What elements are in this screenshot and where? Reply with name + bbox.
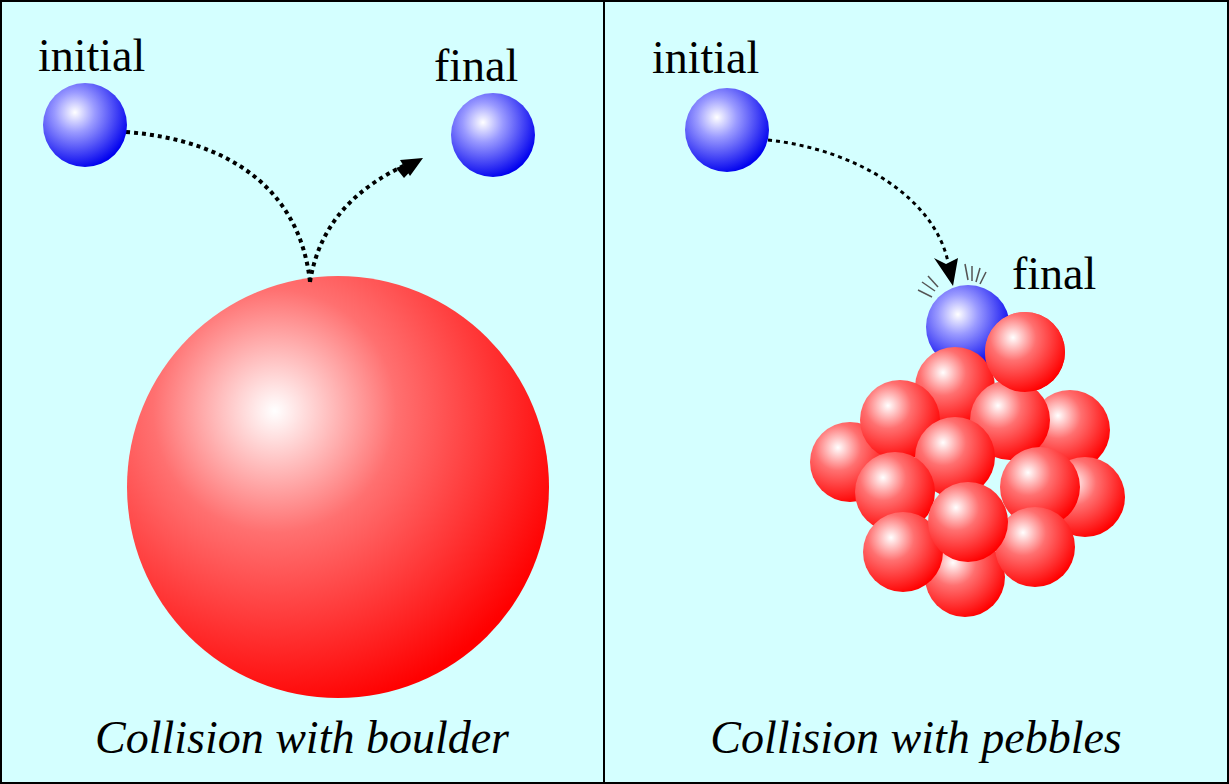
state-label: final <box>1012 248 1096 301</box>
panel-caption: Collision with boulder <box>95 712 509 765</box>
panel-caption: Collision with pebbles <box>710 712 1121 765</box>
state-label: initial <box>652 32 759 85</box>
state-label: final <box>434 40 518 93</box>
pebble-cluster <box>810 312 1125 617</box>
arrowhead <box>934 258 958 286</box>
trajectory <box>768 140 948 262</box>
arrowhead <box>396 158 423 178</box>
trajectory-out <box>310 162 412 282</box>
pebble <box>985 312 1065 392</box>
impact-marks <box>918 264 986 297</box>
ball-initial <box>685 88 769 172</box>
ball-initial <box>43 83 127 167</box>
state-label: initial <box>38 30 145 83</box>
trajectory-in <box>126 132 310 282</box>
boulder <box>127 276 549 698</box>
ball-final <box>451 93 535 177</box>
panel-divider <box>603 0 605 784</box>
